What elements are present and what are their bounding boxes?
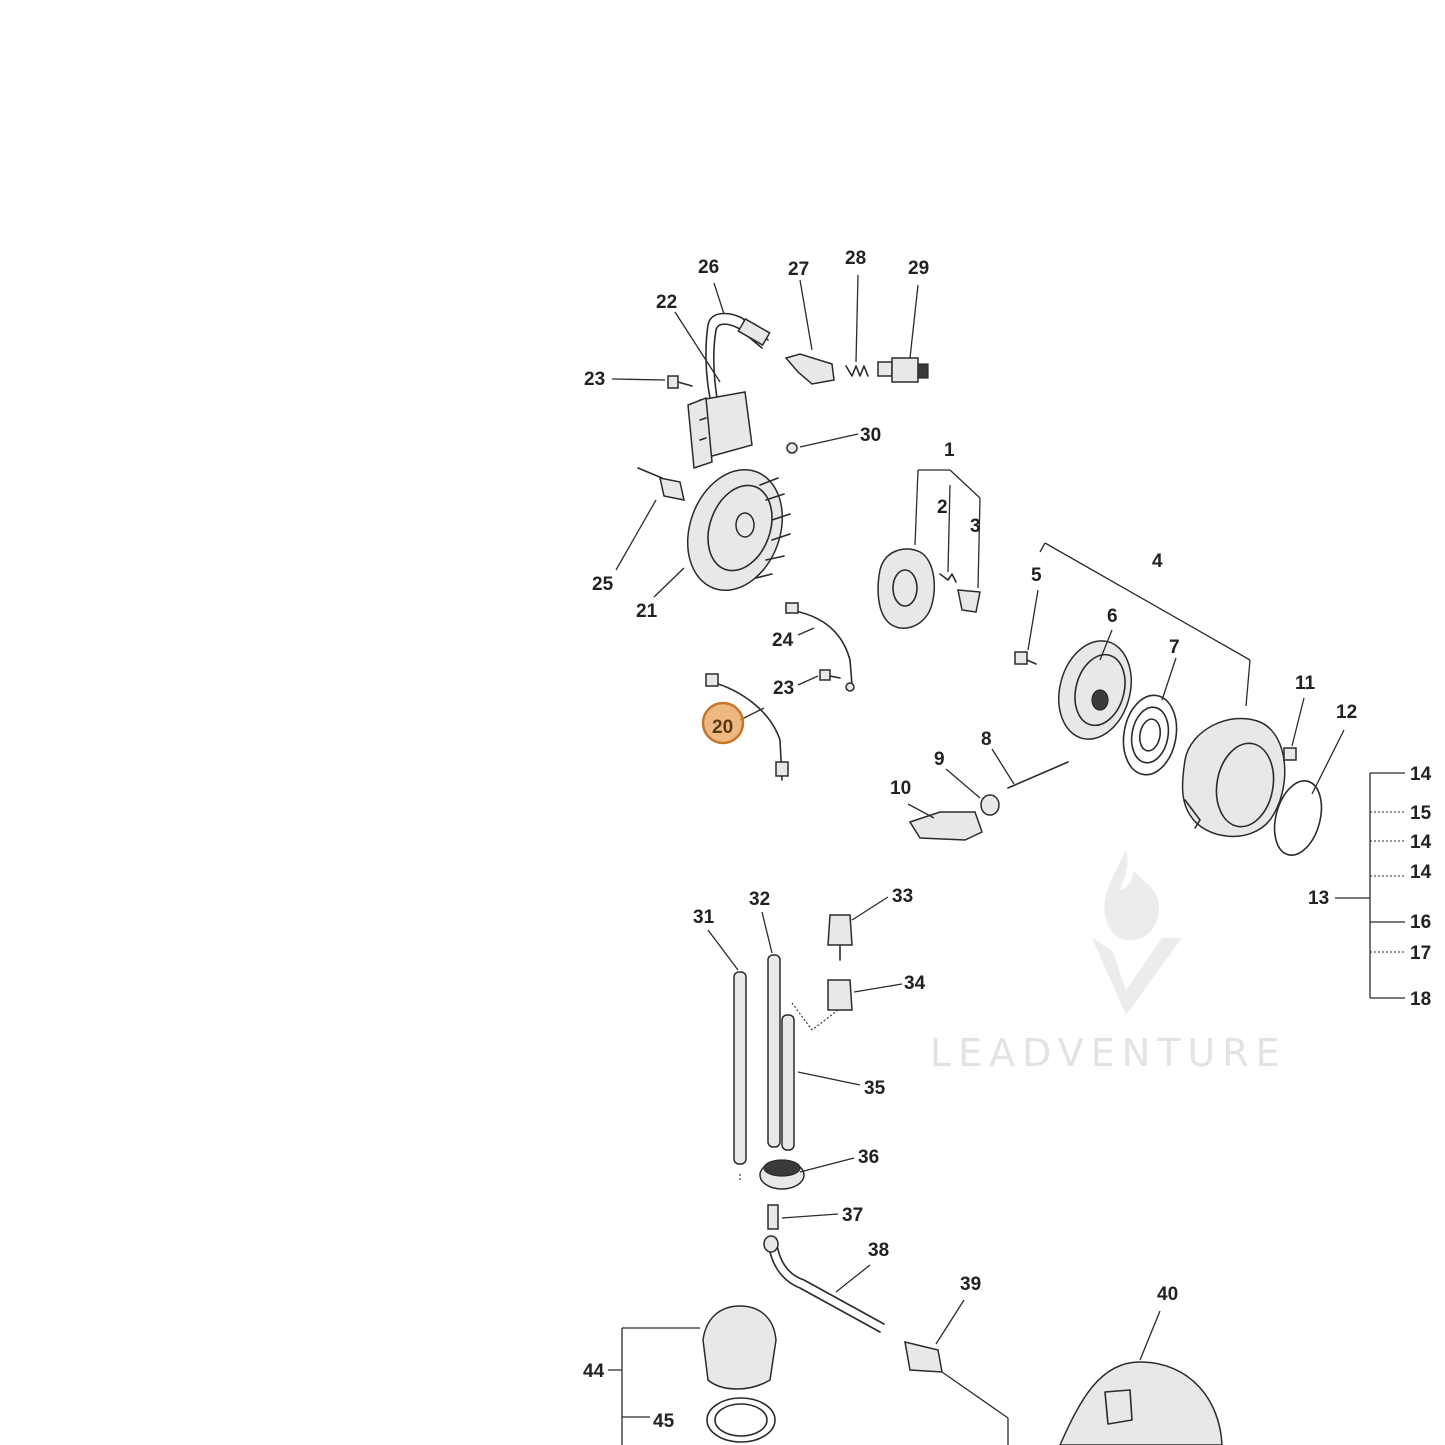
- starter-bolt-icon: [1014, 651, 1037, 665]
- callout-16[interactable]: 16: [1410, 912, 1431, 933]
- callout-31[interactable]: 31: [693, 907, 715, 928]
- callout-36[interactable]: 36: [858, 1147, 879, 1168]
- leader-lines: [611, 274, 1345, 1445]
- callout-44[interactable]: 44: [583, 1361, 605, 1382]
- ground-bolt-icon: [819, 669, 841, 681]
- callout-6[interactable]: 6: [1107, 606, 1118, 627]
- callout-32[interactable]: 32: [749, 889, 770, 910]
- callout-2[interactable]: 2: [937, 497, 948, 518]
- callout-11[interactable]: 11: [1295, 673, 1316, 694]
- spark-plug-icon: [877, 357, 929, 383]
- connector-icon: [904, 1341, 943, 1373]
- callout-7[interactable]: 7: [1169, 637, 1180, 658]
- callout-labels: 1 2 3 4 5 6 7 8 9 10 11 12 13 14 15 14 1…: [583, 248, 1432, 1432]
- callout-13[interactable]: 13: [1308, 888, 1329, 909]
- watermark: LEADVENTURE: [930, 850, 1287, 1075]
- callout-38[interactable]: 38: [868, 1240, 889, 1261]
- callout-20[interactable]: 20: [712, 717, 733, 738]
- flywheel-nut-icon: [637, 467, 685, 501]
- callout-9[interactable]: 9: [934, 749, 945, 770]
- fuel-line-icon: [763, 1235, 885, 1333]
- gasket-icon: [1273, 780, 1323, 856]
- callout-14a[interactable]: 14: [1410, 764, 1432, 785]
- callout-10[interactable]: 10: [890, 778, 911, 799]
- fuel-tank-icon: [1059, 1361, 1223, 1445]
- callout-34[interactable]: 34: [904, 973, 926, 994]
- callout-14c[interactable]: 14: [1410, 862, 1432, 883]
- callout-8[interactable]: 8: [981, 729, 992, 750]
- callout-45[interactable]: 45: [653, 1411, 675, 1432]
- recoil-starter-icon: [1181, 717, 1286, 838]
- callout-4[interactable]: 4: [1152, 551, 1163, 572]
- callout-33[interactable]: 33: [892, 886, 913, 907]
- stop-wire-icon: [705, 673, 789, 781]
- callout-21[interactable]: 21: [636, 601, 658, 622]
- callout-23b[interactable]: 23: [773, 678, 794, 699]
- clutch-icon: [877, 548, 981, 629]
- callout-22[interactable]: 22: [656, 292, 677, 313]
- bolt-icon: [667, 375, 693, 389]
- callout-28[interactable]: 28: [845, 248, 866, 269]
- callout-35[interactable]: 35: [864, 1078, 886, 1099]
- callout-18[interactable]: 18: [1410, 989, 1431, 1010]
- recoil-spring-icon: [1122, 694, 1178, 776]
- fuel-filter-icon: [791, 914, 853, 1031]
- group-brackets: [608, 469, 1405, 1445]
- callout-14b[interactable]: 14: [1410, 832, 1432, 853]
- callout-39[interactable]: 39: [960, 1274, 981, 1295]
- callout-24[interactable]: 24: [772, 630, 794, 651]
- watermark-v-icon: [1092, 938, 1182, 1015]
- callout-3[interactable]: 3: [970, 516, 981, 537]
- wire-icon: [785, 602, 855, 692]
- callout-1[interactable]: 1: [944, 440, 955, 461]
- case-bolt-icon: [1283, 747, 1297, 761]
- plug-cap-icon: [784, 353, 835, 385]
- callout-40[interactable]: 40: [1157, 1284, 1178, 1305]
- callout-29[interactable]: 29: [908, 258, 929, 279]
- callout-23a[interactable]: 23: [584, 369, 605, 390]
- highlight-marker[interactable]: [701, 701, 745, 745]
- fuel-tube-icon: [733, 954, 795, 1165]
- ignition-coil-icon: [687, 312, 771, 470]
- starter-rope-icon: [1007, 761, 1069, 789]
- starter-handle-icon: [908, 811, 983, 841]
- callout-30[interactable]: 30: [860, 425, 881, 446]
- fuel-fitting-icon: [767, 1204, 779, 1230]
- washer-icon: [786, 442, 798, 454]
- callout-12[interactable]: 12: [1336, 702, 1357, 723]
- callout-25[interactable]: 25: [592, 574, 614, 595]
- starter-pulley-icon: [1058, 640, 1132, 740]
- callout-17[interactable]: 17: [1410, 943, 1431, 964]
- watermark-flame-icon: [1104, 850, 1159, 941]
- grommet-icon: [759, 1159, 805, 1190]
- tank-cap-icon: [702, 1305, 777, 1443]
- rope-guide-icon: [980, 794, 1000, 816]
- callout-15[interactable]: 15: [1410, 803, 1432, 824]
- callout-5[interactable]: 5: [1031, 565, 1042, 586]
- callout-26[interactable]: 26: [698, 257, 719, 278]
- spring-icon: [845, 365, 869, 377]
- callout-27[interactable]: 27: [788, 259, 809, 280]
- callout-37[interactable]: 37: [842, 1205, 863, 1226]
- watermark-text: LEADVENTURE: [930, 1031, 1287, 1075]
- flywheel-icon: [686, 468, 791, 592]
